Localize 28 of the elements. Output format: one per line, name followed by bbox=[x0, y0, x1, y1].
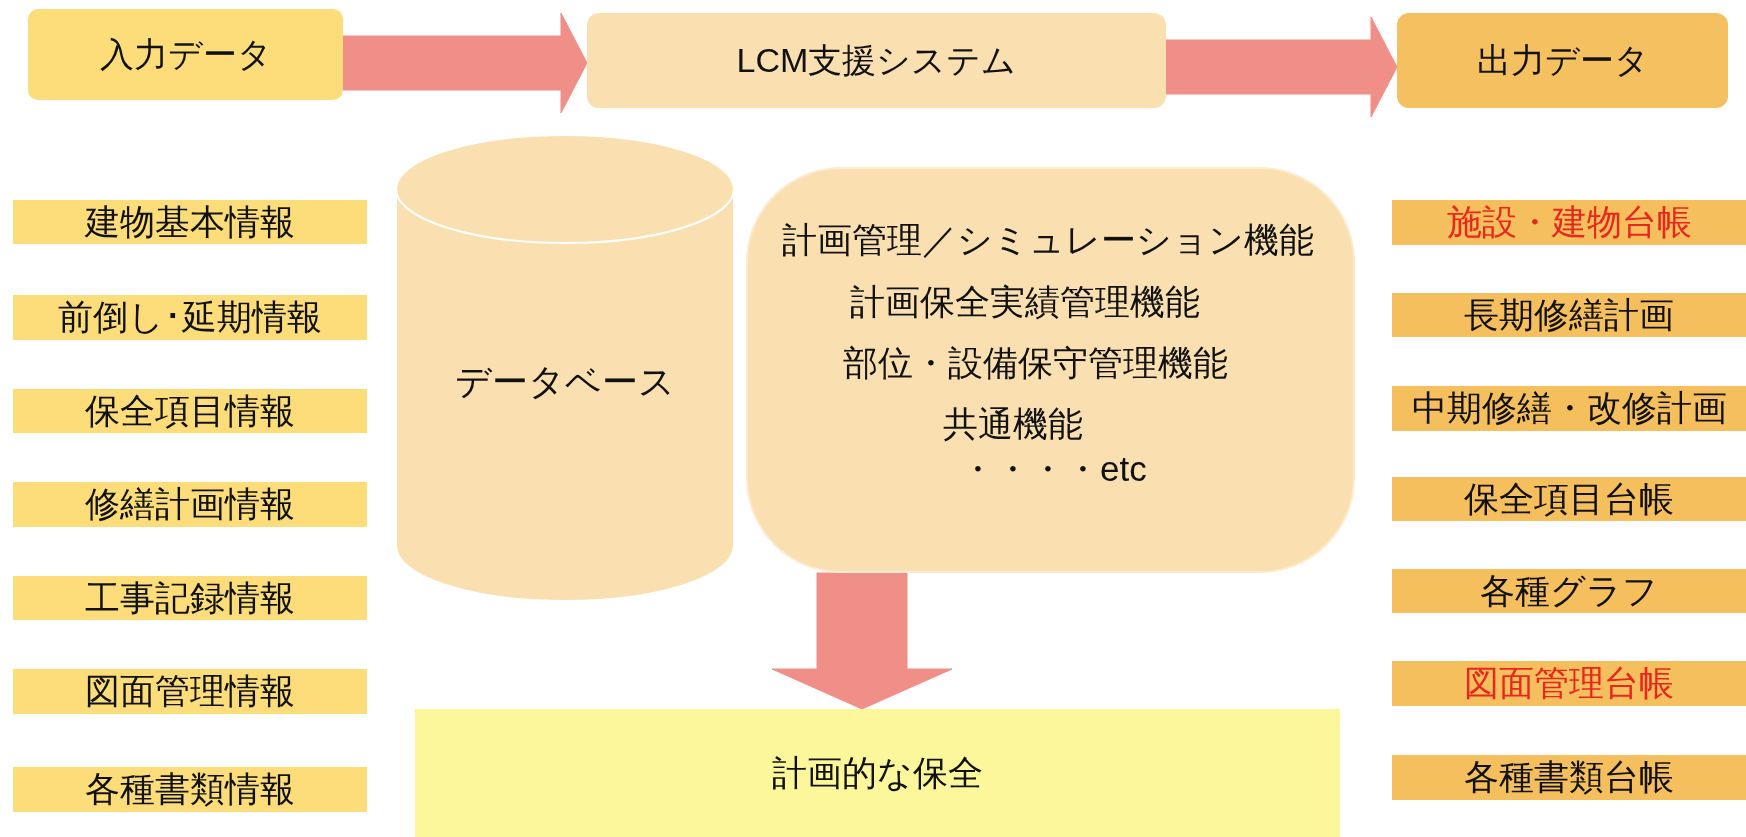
function-label: 共通機能 bbox=[943, 404, 1083, 444]
input-item: 工事記録情報 bbox=[13, 576, 367, 620]
input-item: 図面管理情報 bbox=[13, 669, 367, 714]
input-item: 保全項目情報 bbox=[13, 389, 367, 433]
function-box bbox=[746, 167, 1355, 573]
output-item: 施設・建物台帳 bbox=[1392, 200, 1746, 245]
block-arrow bbox=[1165, 16, 1398, 118]
output-item: 図面管理台帳 bbox=[1392, 661, 1746, 706]
block-arrow bbox=[342, 12, 588, 114]
input-box: 入力データ bbox=[28, 9, 343, 100]
input-item: 各種書類情報 bbox=[13, 767, 367, 812]
input-item: 建物基本情報 bbox=[13, 200, 367, 244]
function-label: 部位・設備保守管理機能 bbox=[843, 343, 1228, 383]
input-item: 修繕計画情報 bbox=[13, 482, 367, 527]
output-item: 長期修繕計画 bbox=[1392, 293, 1746, 337]
function-label: ・・・・etc bbox=[960, 449, 1147, 489]
output-item: 保全項目台帳 bbox=[1392, 477, 1746, 521]
input-item: 前倒し･延期情報 bbox=[13, 295, 367, 340]
output-item: 各種グラフ bbox=[1392, 569, 1746, 613]
output-box: 出力データ bbox=[1397, 13, 1728, 108]
output-item: 中期修繕・改修計画 bbox=[1392, 386, 1746, 431]
output-item: 各種書類台帳 bbox=[1392, 755, 1746, 800]
result-box: 計画的な保全 bbox=[415, 709, 1340, 837]
system-box: LCM支援システム bbox=[587, 13, 1166, 108]
block-arrow bbox=[771, 572, 953, 710]
database-cylinder: データベース bbox=[395, 134, 735, 601]
function-label: 計画保全実績管理機能 bbox=[850, 282, 1200, 322]
function-label: 計画管理／シミュレーション機能 bbox=[782, 220, 1314, 260]
